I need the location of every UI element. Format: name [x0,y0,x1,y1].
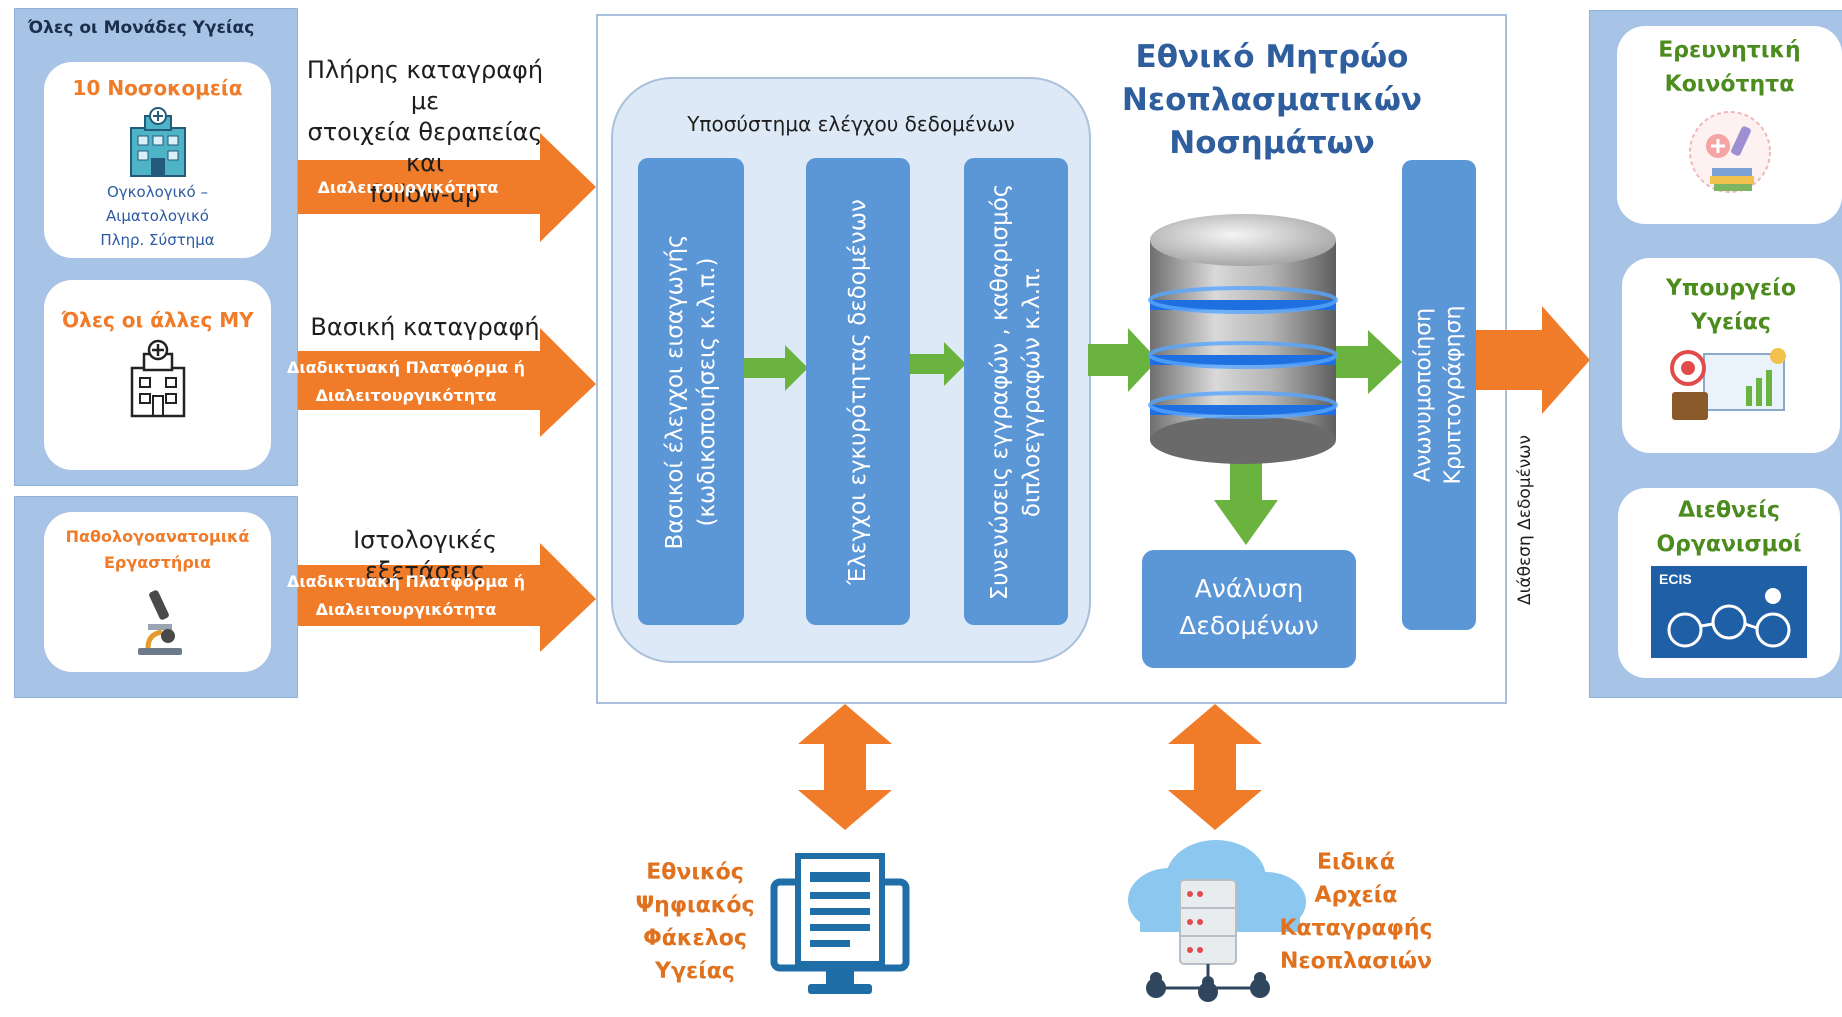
other-units-card: Όλες οι άλλες ΜΥ [44,280,271,470]
bar-text-line: Έλεγχοι εγκυρότητας δεδομένων [845,198,871,585]
subsystem-title: Υποσύστημα ελέγχου δεδομένων [687,112,1015,136]
ecis-logo: ECIS [1651,566,1807,658]
hospital-building-icon [129,107,186,177]
hospitals-subtitle-line: Πληρ. Σύστημα [100,231,215,249]
registry-title: Εθνικό Μητρώο Νεοπλασματικών Νοσημάτων [1102,36,1442,165]
bar-text-line: Κρυπτογράφηση [1441,305,1466,485]
registry-title-line: Νεοπλασματικών [1121,82,1423,118]
flow1-desc-line: στοιχεία θεραπείας και [307,118,543,177]
hospitals-card: 10 Νοσοκομεία Ογκολογικό – Αιματολογικό … [44,62,271,258]
flow2-label-line: Διαδικτυακή Πλατφόρμα ή [287,358,525,377]
flow-arrow-3 [268,543,596,652]
hospitals-subtitle-line: Ογκολογικό – [107,183,208,201]
intl-card-line: Οργανισμοί [1656,532,1802,557]
flow2-label-line: Διαλειτουργικότητα [315,386,497,405]
database-icon [1148,214,1338,464]
ehr-label-line: Ψηφιακός [635,893,755,918]
flow3-label-line: Διαλειτουργικότητα [315,600,497,619]
intl-card-line: Διεθνείς [1678,498,1780,523]
green-arrow-1 [744,345,808,391]
bar-text-line: Ανωνυμοποίηση [1411,307,1436,483]
output-arrow [1476,306,1590,414]
flow1-description: Πλήρης καταγραφή με στοιχεία θεραπείας κ… [290,55,560,210]
labs-card: Παθολογοανατομικά Εργαστήρια [44,512,271,672]
research-card-line: Κοινότητα [1664,72,1795,97]
ehr-label-line: Υγείας [655,959,735,984]
hospitals-title: 10 Νοσοκομεία [72,76,243,100]
flow3-label-line: Διαδικτυακή Πλατφόρμα ή [287,572,525,591]
flow-arrow-2 [268,328,596,437]
bar-text-line: Συνενώσεις εγγραφών , καθαρισμός [987,183,1013,600]
bar-validity-checks: Έλεγχοι εγκυρότητας δεδομένων [806,158,910,625]
ehr-label-line: Φάκελος [643,926,747,951]
flow1-desc-line: Πλήρης καταγραφή με [306,56,544,115]
ehr-label: Εθνικός Ψηφιακός Φάκελος Υγείας [620,856,770,988]
data-availability-label-wrap: Διάθεση Δεδομένων [1510,400,1540,640]
ministry-card-line: Υγείας [1691,310,1771,335]
data-availability-label: Διάθεση Δεδομένων [1515,435,1535,605]
bar-text-line: διπλοεγγραφών κ.λ.π. [1019,266,1045,517]
bar-basic-checks: Βασικοί έλεγχοι εισαγωγής (κωδικοποιήσει… [638,158,744,625]
research-card-line: Ερευνητική [1658,38,1801,63]
microscope-icon [137,590,182,655]
panel-title: Όλες οι Μονάδες Υγείας [28,18,255,38]
bidirectional-arrow-archives [1168,704,1262,830]
bar-anonymization: Ανωνυμοποίηση Κρυπτογράφηση [1402,160,1476,630]
data-analysis-box: Ανάλυση Δεδομένων [1142,550,1356,668]
other-units-title: Όλες οι άλλες ΜΥ [61,308,254,332]
registry-title-line: Εθνικό Μητρώο [1135,39,1409,75]
research-icon [1688,111,1771,193]
flow2-description: Βασική καταγραφή [310,313,540,341]
labs-title-line: Παθολογοανατομικά [65,527,250,546]
computer-document-icon [770,853,910,994]
ministry-card: Υπουργείο Υγείας [1622,258,1840,453]
clinic-building-icon [130,339,185,418]
flow2-label: Διαδικτυακή Πλατφόρμα ή Διαλειτουργικότη… [272,354,540,410]
bidirectional-arrow-ehr [798,704,892,830]
flow1-desc-line: follow-up [370,180,480,208]
archives-label-line: Αρχεία [1314,883,1398,908]
archives-label-line: Νεοπλασιών [1279,949,1433,974]
ministry-icon [1670,348,1786,420]
flow3-label: Διαδικτυακή Πλατφόρμα ή Διαλειτουργικότη… [272,568,540,624]
ehr-label-line: Εθνικός [646,860,744,885]
flow-arrow-1 [274,133,596,242]
cloud-server-icon [1128,840,1306,1002]
cancer-archives-label: Ειδικά Αρχεία Καταγραφής Νεοπλασιών [1268,846,1444,978]
bar-text-line: Βασικοί έλεγχοι εισαγωγής [662,233,688,550]
svg-text:ECIS: ECIS [1659,571,1692,587]
archives-label-line: Καταγραφής [1279,916,1433,941]
archives-label-line: Ειδικά [1316,850,1396,875]
labs-title-line: Εργαστήρια [103,553,211,572]
analysis-line: Δεδομένων [1179,611,1319,640]
hospitals-subtitle-line: Αιματολογικό [105,207,209,225]
green-arrow-down [1214,458,1278,545]
analysis-line: Ανάλυση [1194,574,1304,603]
flow3-description: Ιστολογικές εξετάσεις [353,526,497,585]
green-arrow-2 [908,342,966,386]
international-orgs-card: Διεθνείς Οργανισμοί ECIS [1618,488,1840,678]
bar-text-line: (κωδικοποιήσεις κ.λ.π.) [694,256,720,527]
registry-title-line: Νοσημάτων [1169,125,1375,161]
research-community-card: Ερευνητική Κοινότητα [1617,26,1842,224]
green-arrow-4 [1333,330,1402,394]
flow1-label: Διαλειτουργικότητα [317,178,499,197]
green-arrow-3 [1088,328,1158,392]
ministry-card-line: Υπουργείο [1666,276,1796,301]
bar-record-linkage: Συνενώσεις εγγραφών , καθαρισμός διπλοεγ… [964,158,1068,625]
